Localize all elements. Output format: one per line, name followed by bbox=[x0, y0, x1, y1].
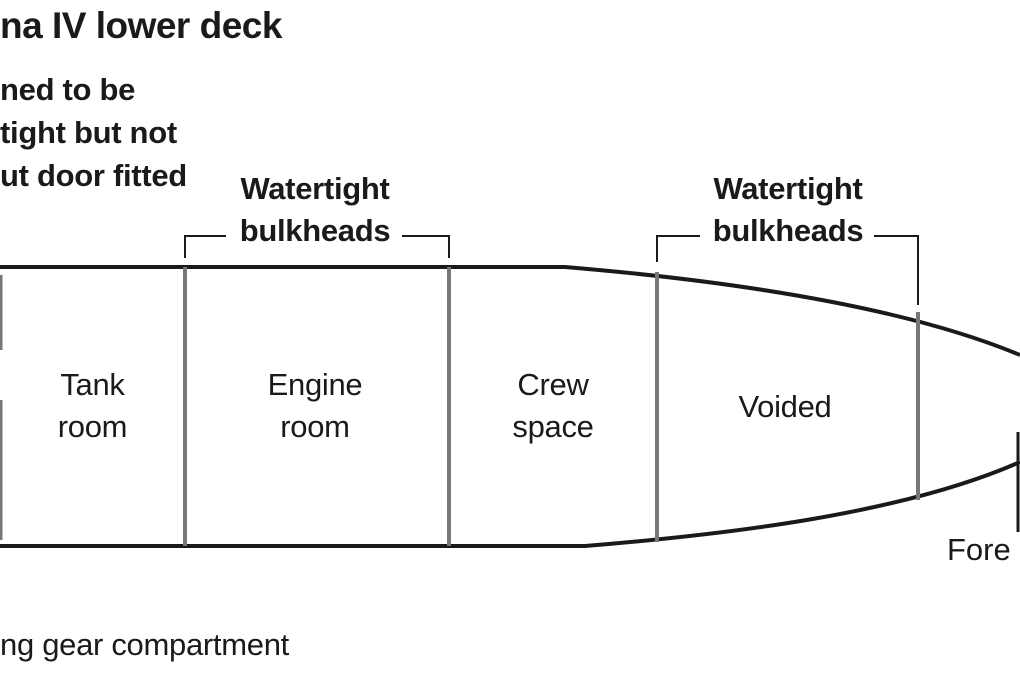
compartment-label-line1: Tank bbox=[60, 367, 125, 402]
hull-top-edge bbox=[0, 265, 1020, 357]
compartment-crew-space: Crew space bbox=[483, 364, 623, 448]
compartment-label-line1: Crew bbox=[517, 367, 589, 402]
bracket-1-label-line2: bulkheads bbox=[239, 213, 391, 248]
note-line-1: ned to be bbox=[0, 72, 136, 107]
note-line-2: tight but not bbox=[0, 115, 177, 150]
diagram-title: na IV lower deck bbox=[0, 5, 282, 46]
compartment-voided: Voided bbox=[705, 386, 865, 428]
bracket-2-label-line1: Watertight bbox=[713, 171, 863, 206]
bracket-1-right bbox=[402, 235, 450, 258]
compartment-label-line2: room bbox=[57, 409, 128, 444]
fore-label: Fore bbox=[947, 532, 1011, 567]
compartment-label-line1: Engine bbox=[267, 367, 363, 402]
hull-bottom-edge bbox=[0, 460, 1020, 548]
compartment-tank-room: Tank room bbox=[30, 364, 155, 448]
bracket-2-left bbox=[656, 235, 700, 262]
bracket-2-label-line2: bulkheads bbox=[712, 213, 864, 248]
compartment-engine-room: Engine room bbox=[230, 364, 400, 448]
compartment-label-line2: room bbox=[280, 409, 350, 444]
bottom-caption: ng gear compartment bbox=[0, 627, 289, 662]
bracket-1-left bbox=[184, 235, 226, 258]
compartment-label-line1: Voided bbox=[738, 389, 832, 424]
compartment-label-line2: space bbox=[512, 409, 594, 444]
bracket-1-label-line1: Watertight bbox=[240, 171, 390, 206]
note-line-3: ut door fitted bbox=[0, 158, 187, 193]
bracket-2-right bbox=[874, 235, 919, 305]
